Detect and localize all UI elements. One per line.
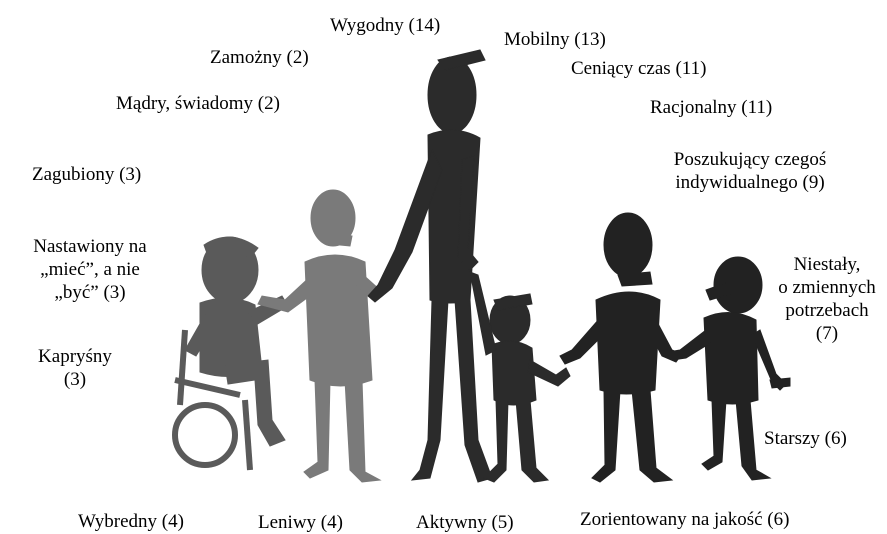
label-zagubiony: Zagubiony (3) (32, 163, 141, 186)
label-ceniacy-czas: Ceniący czas (11) (571, 57, 706, 80)
label-kaprysny: Kapryśny (3) (25, 345, 125, 391)
label-poszukujacy-line-1: Poszukujący czegoś (655, 148, 845, 171)
label-racjonalny: Racjonalny (11) (650, 96, 772, 119)
label-niestaly-line-2: o zmiennych (768, 276, 886, 299)
label-starszy: Starszy (6) (764, 427, 847, 450)
label-zamozny: Zamożny (2) (210, 46, 309, 69)
label-leniwy: Leniwy (4) (258, 511, 343, 534)
label-zorientowany-na-jakosc: Zorientowany na jakość (6) (580, 508, 789, 531)
label-aktywny: Aktywny (5) (416, 511, 514, 534)
label-niestaly-line-3: potrzebach (768, 299, 886, 322)
label-poszukujacy: Poszukujący czegoś indywidualnego (9) (655, 148, 845, 194)
label-nastawiony-line-3: „być” (3) (10, 281, 170, 304)
label-madry-swiadomy: Mądry, świadomy (2) (116, 92, 280, 115)
label-mobilny: Mobilny (13) (504, 28, 606, 51)
label-nastawiony-line-1: Nastawiony na (10, 235, 170, 258)
small-child-figure (470, 272, 570, 482)
label-niestaly: Niestały, o zmiennych potrzebach (7) (768, 253, 886, 345)
wheelchair-person-figure (175, 237, 288, 470)
label-wybredny: Wybredny (4) (78, 510, 184, 533)
label-kaprysny-line-2: (3) (25, 368, 125, 391)
dark-adult-figure (560, 213, 682, 482)
label-poszukujacy-line-2: indywidualnego (9) (655, 171, 845, 194)
label-nastawiony: Nastawiony na „mieć”, a nie „być” (3) (10, 235, 170, 304)
label-niestaly-line-1: Niestały, (768, 253, 886, 276)
label-nastawiony-line-2: „mieć”, a nie (10, 258, 170, 281)
label-niestaly-line-4: (7) (768, 322, 886, 345)
label-wygodny: Wygodny (14) (330, 14, 440, 37)
label-kaprysny-line-1: Kapryśny (25, 345, 125, 368)
tall-adult-figure (368, 50, 492, 482)
